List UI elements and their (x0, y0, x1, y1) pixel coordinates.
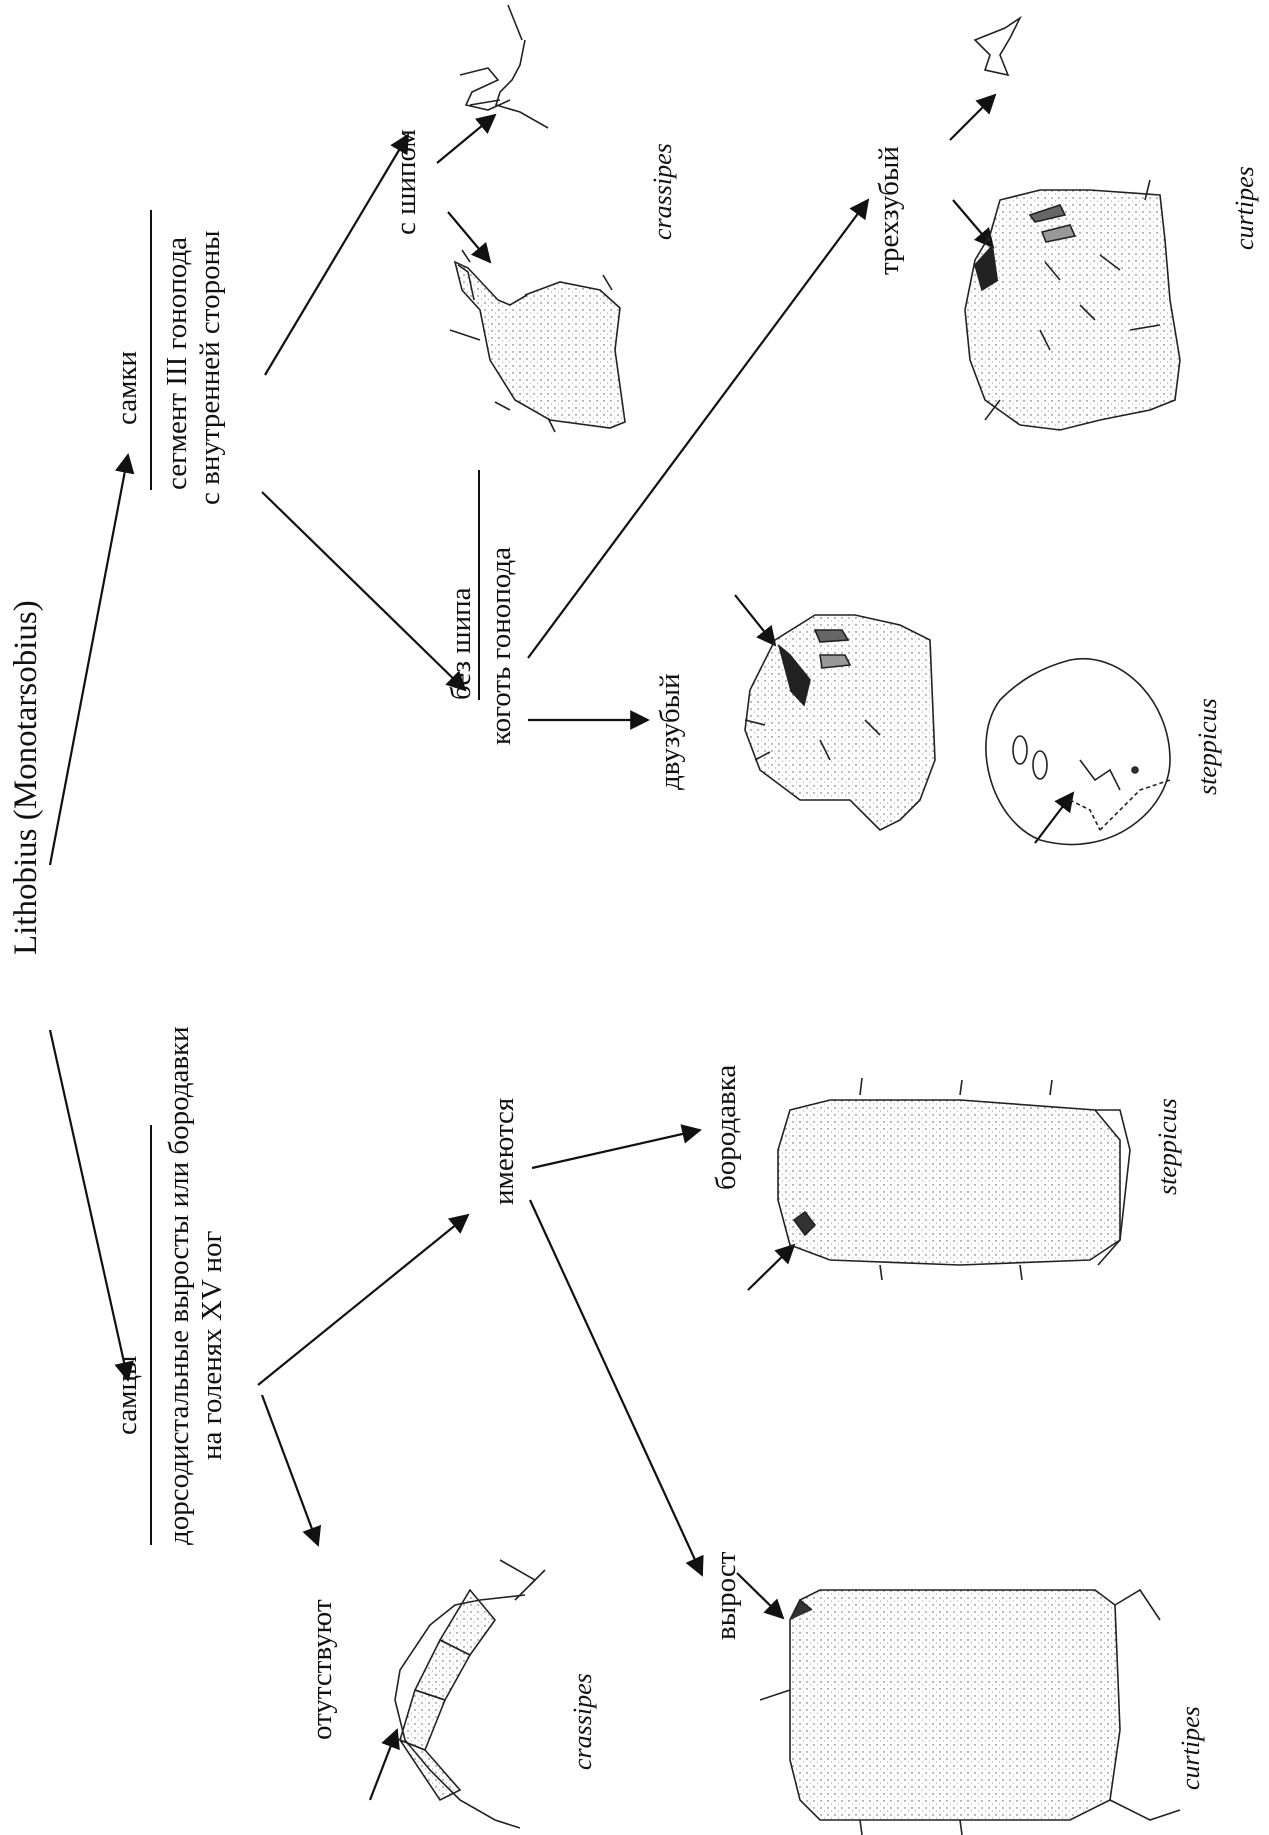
species-steppicus-female: steppicus (1193, 698, 1222, 795)
females-claw-label: коготь гонопода (485, 546, 517, 745)
female-steppicus-gonopod-outline (985, 657, 1171, 846)
species-curtipes-male: curtipes (1176, 1706, 1205, 1790)
arrow-root-to-males (48, 1029, 134, 1382)
female-curtipes-claw-detail (973, 15, 1023, 77)
males-outgrowth-label: вырост (710, 1551, 742, 1640)
males-character-line2: на голенях XV ног (196, 1230, 228, 1460)
female-crassipes-gonopod (449, 249, 626, 433)
females-without-spine-label: без шипа (445, 587, 477, 700)
females-heading: самки (111, 350, 143, 425)
females-character-line2: с внутренней стороны (194, 230, 226, 505)
genus-name: Lithobius (8, 828, 44, 955)
pointer-arrow-spine-1 (436, 113, 497, 164)
without-spine-rule (478, 470, 480, 700)
subgenus-name: (Monotarsobius) (8, 600, 44, 821)
males-wart-label: бородавка (710, 1064, 742, 1190)
pointer-arrow-steppicus-female (1034, 791, 1075, 844)
females-character-line1: сегмент III гонопода (161, 237, 193, 490)
species-crassipes-male: crassipes (568, 1673, 597, 1770)
males-heading-rule (150, 1125, 152, 1545)
males-character-line1: дорсодистальные выросты или бородавки (163, 1026, 195, 1545)
females-heading-rule (150, 210, 152, 490)
females-with-spine-label: с шипом (390, 129, 422, 235)
males-present-label: имеются (488, 1097, 520, 1205)
male-curtipes-tibia-outgrowth (759, 1588, 1181, 1835)
pointer-arrow-tridentate-2 (952, 199, 995, 249)
arrow-males-to-absent (260, 1394, 322, 1547)
root-title: Lithobius (Monotarsobius) (8, 600, 44, 955)
males-absent-label: отутствуют (306, 1599, 338, 1740)
pointer-arrow-bidentate (734, 594, 777, 647)
male-crassipes-leg (394, 1559, 546, 1829)
pointer-arrow-wart (747, 1243, 796, 1291)
pointer-arrow-tridentate-1 (949, 93, 997, 141)
species-curtipes-female: curtipes (1230, 166, 1259, 250)
arrow-present-to-wart (531, 1124, 702, 1170)
male-steppicus-tibia-wart (777, 1077, 1131, 1281)
arrow-females-to-spine (264, 133, 410, 376)
pointer-arrow-outgrowth (736, 1572, 785, 1620)
pointer-arrow-spine-2 (447, 211, 492, 264)
females-tridentate-label: трехзубый (873, 146, 905, 275)
species-crassipes-female: crassipes (648, 143, 677, 240)
female-crassipes-gonopod-detail (459, 4, 549, 129)
pointer-arrow-crassipes-male (368, 1728, 400, 1801)
species-steppicus-male: steppicus (1153, 1098, 1182, 1195)
females-bidentate-label: двузубый (654, 673, 686, 790)
arrow-females-to-nospine (261, 491, 467, 692)
female-curtipes-gonopod (964, 179, 1181, 431)
arrow-present-to-outgrowth (529, 1199, 704, 1577)
males-heading: самцы (111, 1355, 143, 1435)
arrow-root-to-females (48, 453, 135, 866)
female-steppicus-gonopod-bidentate (744, 614, 936, 831)
arrow-males-to-present (257, 1213, 470, 1386)
arrow-claw-to-tridentate (527, 198, 870, 659)
